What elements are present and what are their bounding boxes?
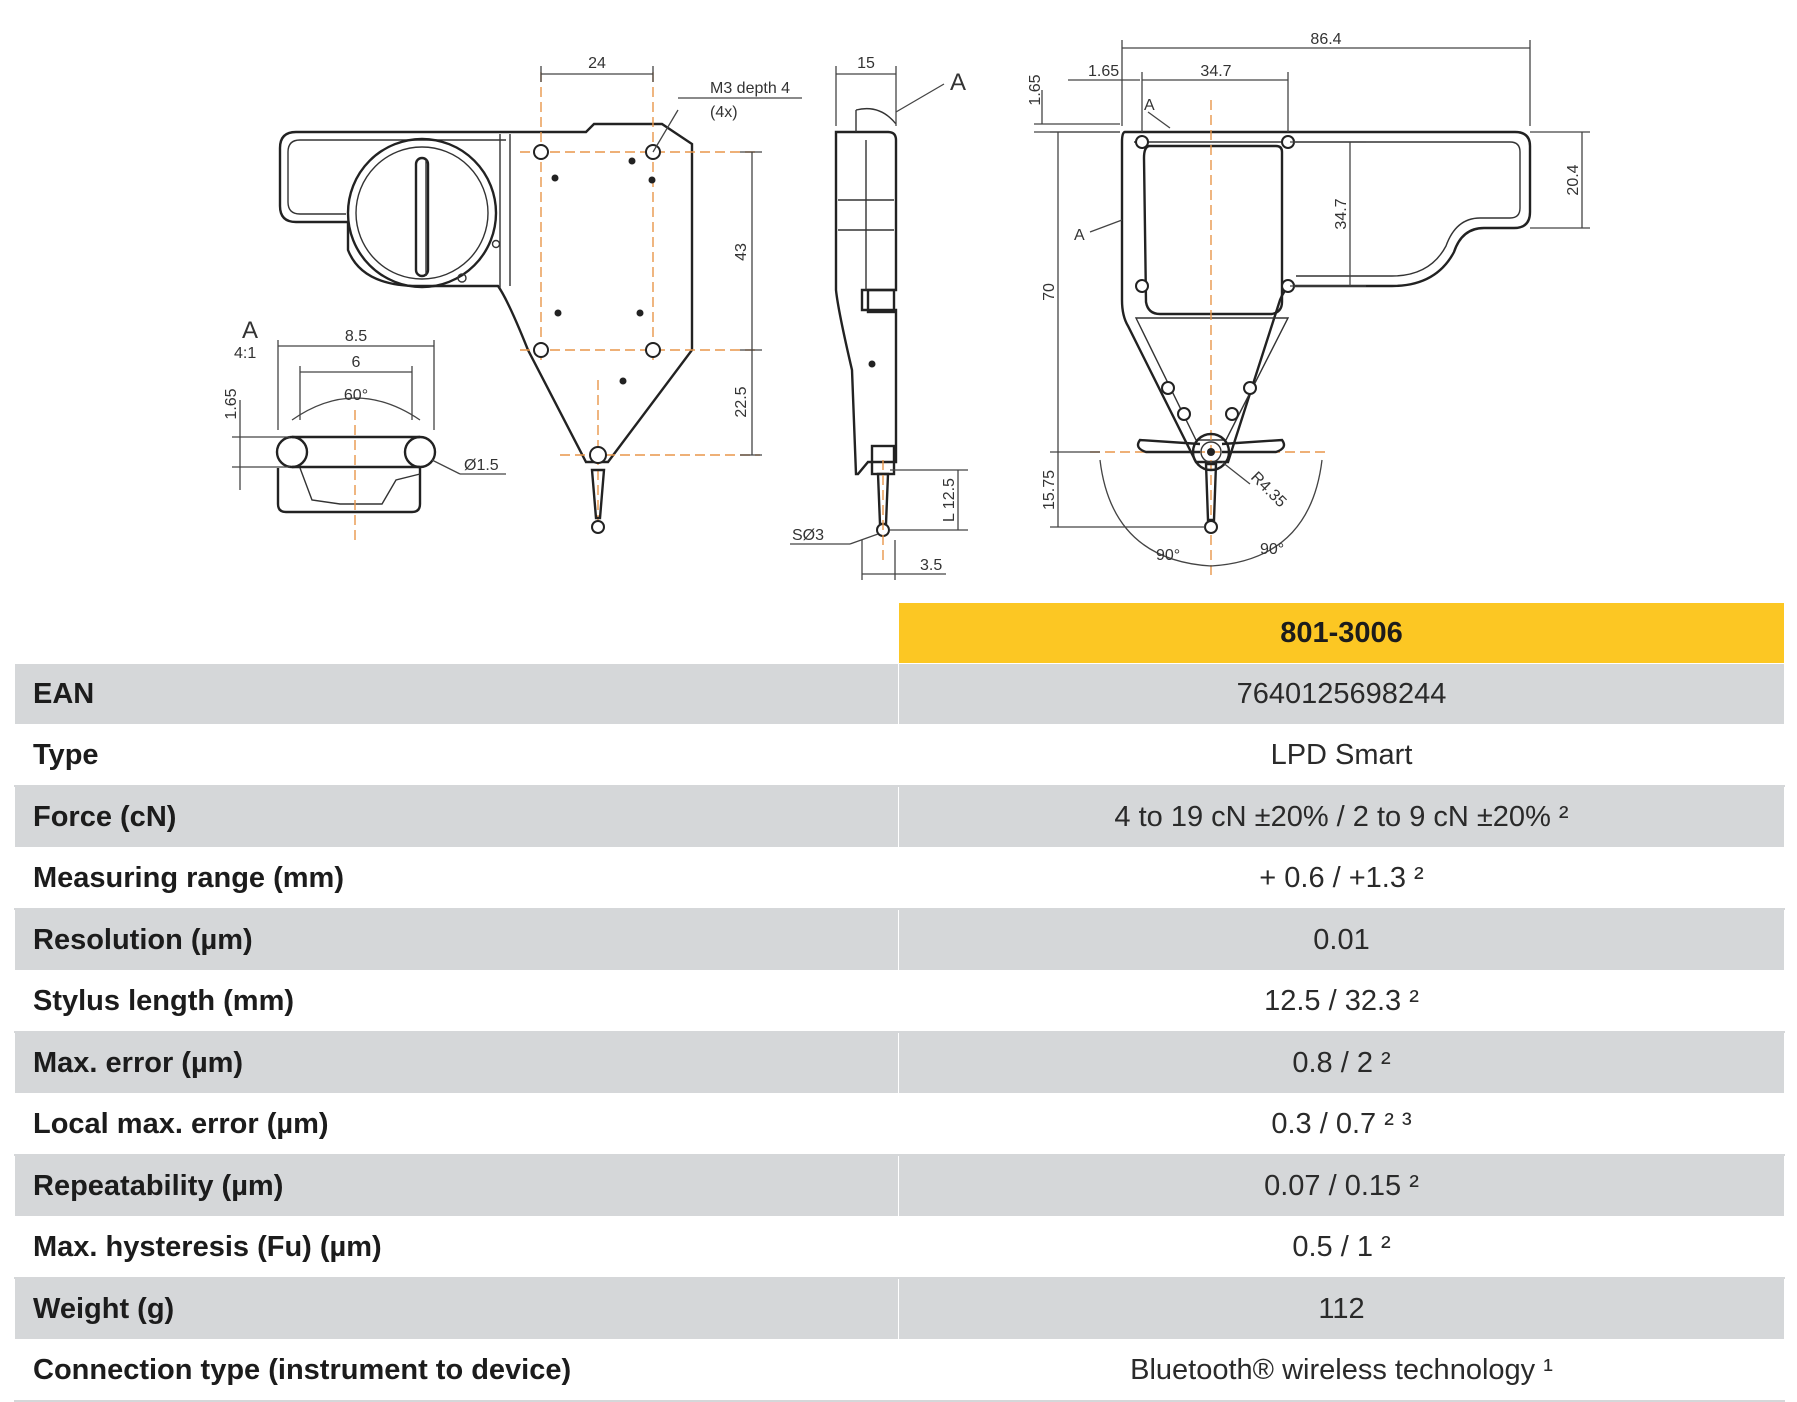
detail-dim-8-5: 8.5 xyxy=(345,328,367,345)
header-blank-cell xyxy=(14,602,899,664)
thread-note-count: (4x) xyxy=(710,104,738,121)
row-value: 0.8 / 2 ² xyxy=(898,1031,1785,1094)
row-label: Stylus length (mm) xyxy=(14,970,899,1033)
back-dim-70: 70 xyxy=(1041,283,1058,301)
back-view: 86.4 34.7 1.65 1.65 A A 34.7 20.4 70 15.… xyxy=(1027,31,1590,580)
table-row: Force (cN) 4 to 19 cN ±20% / 2 to 9 cN ±… xyxy=(14,785,1785,848)
dim-S3: SØ3 xyxy=(792,527,824,544)
row-label: Max. error (µm) xyxy=(14,1031,899,1094)
model-number-header: 801-3006 xyxy=(898,602,1785,664)
back-dim-1-65-left: 1.65 xyxy=(1027,74,1044,105)
row-label: Local max. error (µm) xyxy=(14,1093,899,1156)
table-row: Resolution (µm) 0.01 xyxy=(14,908,1785,971)
table-row: Stylus length (mm) 12.5 / 32.3 ² xyxy=(14,970,1785,1033)
table-row: EAN 7640125698244 xyxy=(14,663,1785,725)
row-value: 0.5 / 1 ² xyxy=(898,1216,1785,1279)
row-value: 0.01 xyxy=(898,908,1785,971)
row-label: Connection type (instrument to device) xyxy=(14,1339,899,1402)
table-row: Local max. error (µm) 0.3 / 0.7 ² ³ xyxy=(14,1093,1785,1156)
spec-table-header: 801-3006 xyxy=(14,602,1785,664)
table-row: Type LPD Smart xyxy=(14,724,1785,787)
spec-table: 801-3006 EAN 7640125698244 Type LPD Smar… xyxy=(14,602,1785,1402)
table-row: Repeatability (µm) 0.07 / 0.15 ² xyxy=(14,1154,1785,1217)
dim-24: 24 xyxy=(588,55,606,72)
row-value: 7640125698244 xyxy=(898,663,1785,725)
row-value: 0.3 / 0.7 ² ³ xyxy=(898,1093,1785,1156)
row-value: LPD Smart xyxy=(898,724,1785,787)
detail-scale: 4:1 xyxy=(234,345,256,362)
row-value: 112 xyxy=(898,1277,1785,1340)
row-label: Force (cN) xyxy=(14,785,899,848)
detail-dim-1-65: 1.65 xyxy=(223,388,240,419)
row-label: EAN xyxy=(14,663,899,725)
row-label: Weight (g) xyxy=(14,1277,899,1340)
row-value: 0.07 / 0.15 ² xyxy=(898,1154,1785,1217)
table-row: Measuring range (mm) + 0.6 / +1.3 ² xyxy=(14,847,1785,910)
back-dim-34-7-v: 34.7 xyxy=(1333,198,1350,229)
row-label: Measuring range (mm) xyxy=(14,847,899,910)
row-value: 4 to 19 cN ±20% / 2 to 9 cN ±20% ² xyxy=(898,785,1785,848)
detail-label-A: A xyxy=(242,317,258,344)
row-label: Type xyxy=(14,724,899,787)
back-angle-90-right: 90° xyxy=(1260,541,1284,558)
back-section-A1: A xyxy=(1144,97,1155,114)
dim-43: 43 xyxy=(733,243,750,261)
detail-angle-60: 60° xyxy=(344,387,368,404)
back-dim-R4-35: R4.35 xyxy=(1247,469,1289,511)
table-row: Weight (g) 112 xyxy=(14,1277,1785,1340)
detail-A: A 4:1 8.5 6 60° 1.65 Ø1.5 xyxy=(223,317,506,540)
back-section-A2: A xyxy=(1074,227,1085,244)
detail-dim-6: 6 xyxy=(352,354,361,371)
table-row: Max. error (µm) 0.8 / 2 ² xyxy=(14,1031,1785,1094)
row-label: Repeatability (µm) xyxy=(14,1154,899,1217)
dim-15: 15 xyxy=(857,55,875,72)
dim-L12-5: L 12.5 xyxy=(941,478,958,522)
technical-drawing: 24 M3 depth 4 (4x) 43 22.5 15 A xyxy=(223,31,1590,580)
row-value: + 0.6 / +1.3 ² xyxy=(898,847,1785,910)
row-label: Max. hysteresis (Fu) (µm) xyxy=(14,1216,899,1279)
back-dim-1-65-top: 1.65 xyxy=(1088,63,1119,80)
back-dim-86-4: 86.4 xyxy=(1310,31,1341,48)
back-dim-34-7-top: 34.7 xyxy=(1200,63,1231,80)
back-dim-15-75: 15.75 xyxy=(1041,470,1058,510)
dim-22-5: 22.5 xyxy=(733,386,750,417)
row-value: Bluetooth® wireless technology ¹ xyxy=(898,1339,1785,1402)
side-view: 15 A L 12.5 SØ3 3.5 xyxy=(790,55,968,580)
back-angle-90-left: 90° xyxy=(1156,547,1180,564)
table-row: Connection type (instrument to device) B… xyxy=(14,1339,1785,1402)
table-row: Max. hysteresis (Fu) (µm) 0.5 / 1 ² xyxy=(14,1216,1785,1279)
thread-note: M3 depth 4 xyxy=(710,80,790,97)
side-section-A: A xyxy=(950,69,966,96)
row-value: 12.5 / 32.3 ² xyxy=(898,970,1785,1033)
dim-3-5: 3.5 xyxy=(920,557,942,574)
back-dim-20-4: 20.4 xyxy=(1565,164,1582,195)
detail-dia-1-5: Ø1.5 xyxy=(464,457,499,474)
front-view: 24 M3 depth 4 (4x) 43 22.5 xyxy=(278,55,802,534)
row-label: Resolution (µm) xyxy=(14,908,899,971)
